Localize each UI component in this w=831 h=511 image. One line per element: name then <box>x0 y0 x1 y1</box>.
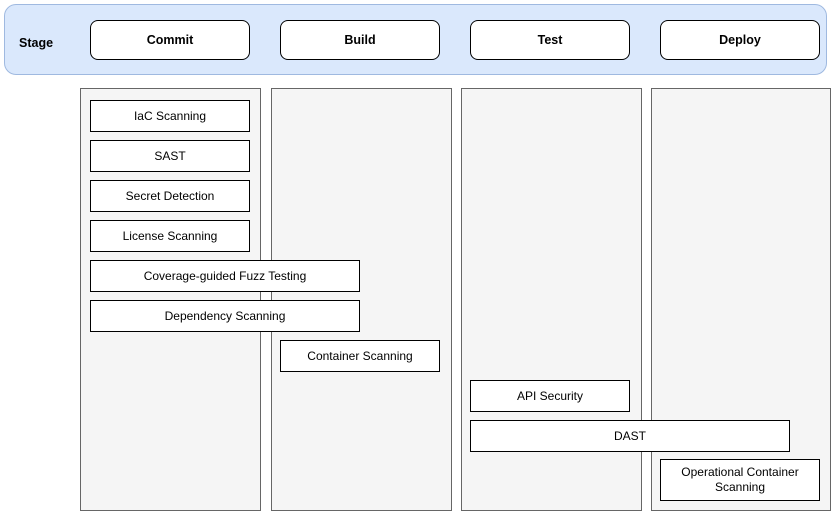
activity-dependency-scanning[interactable]: Dependency Scanning <box>90 300 360 332</box>
stage-button-commit[interactable]: Commit <box>90 20 250 60</box>
activity-container-scanning[interactable]: Container Scanning <box>280 340 440 372</box>
build-lane <box>271 88 452 511</box>
stage-header-label: Stage <box>19 36 54 50</box>
activity-dast[interactable]: DAST <box>470 420 790 452</box>
activity-iac-scanning[interactable]: IaC Scanning <box>90 100 250 132</box>
activity-sast[interactable]: SAST <box>90 140 250 172</box>
stage-button-test[interactable]: Test <box>470 20 630 60</box>
activity-api-security[interactable]: API Security <box>470 380 630 412</box>
activity-license-scanning[interactable]: License Scanning <box>90 220 250 252</box>
stage-button-build[interactable]: Build <box>280 20 440 60</box>
stage-button-deploy[interactable]: Deploy <box>660 20 820 60</box>
activity-operational-container-scanning[interactable]: Operational Container Scanning <box>660 459 820 501</box>
activity-coverage-guided-fuzz-testing[interactable]: Coverage-guided Fuzz Testing <box>90 260 360 292</box>
activity-secret-detection[interactable]: Secret Detection <box>90 180 250 212</box>
